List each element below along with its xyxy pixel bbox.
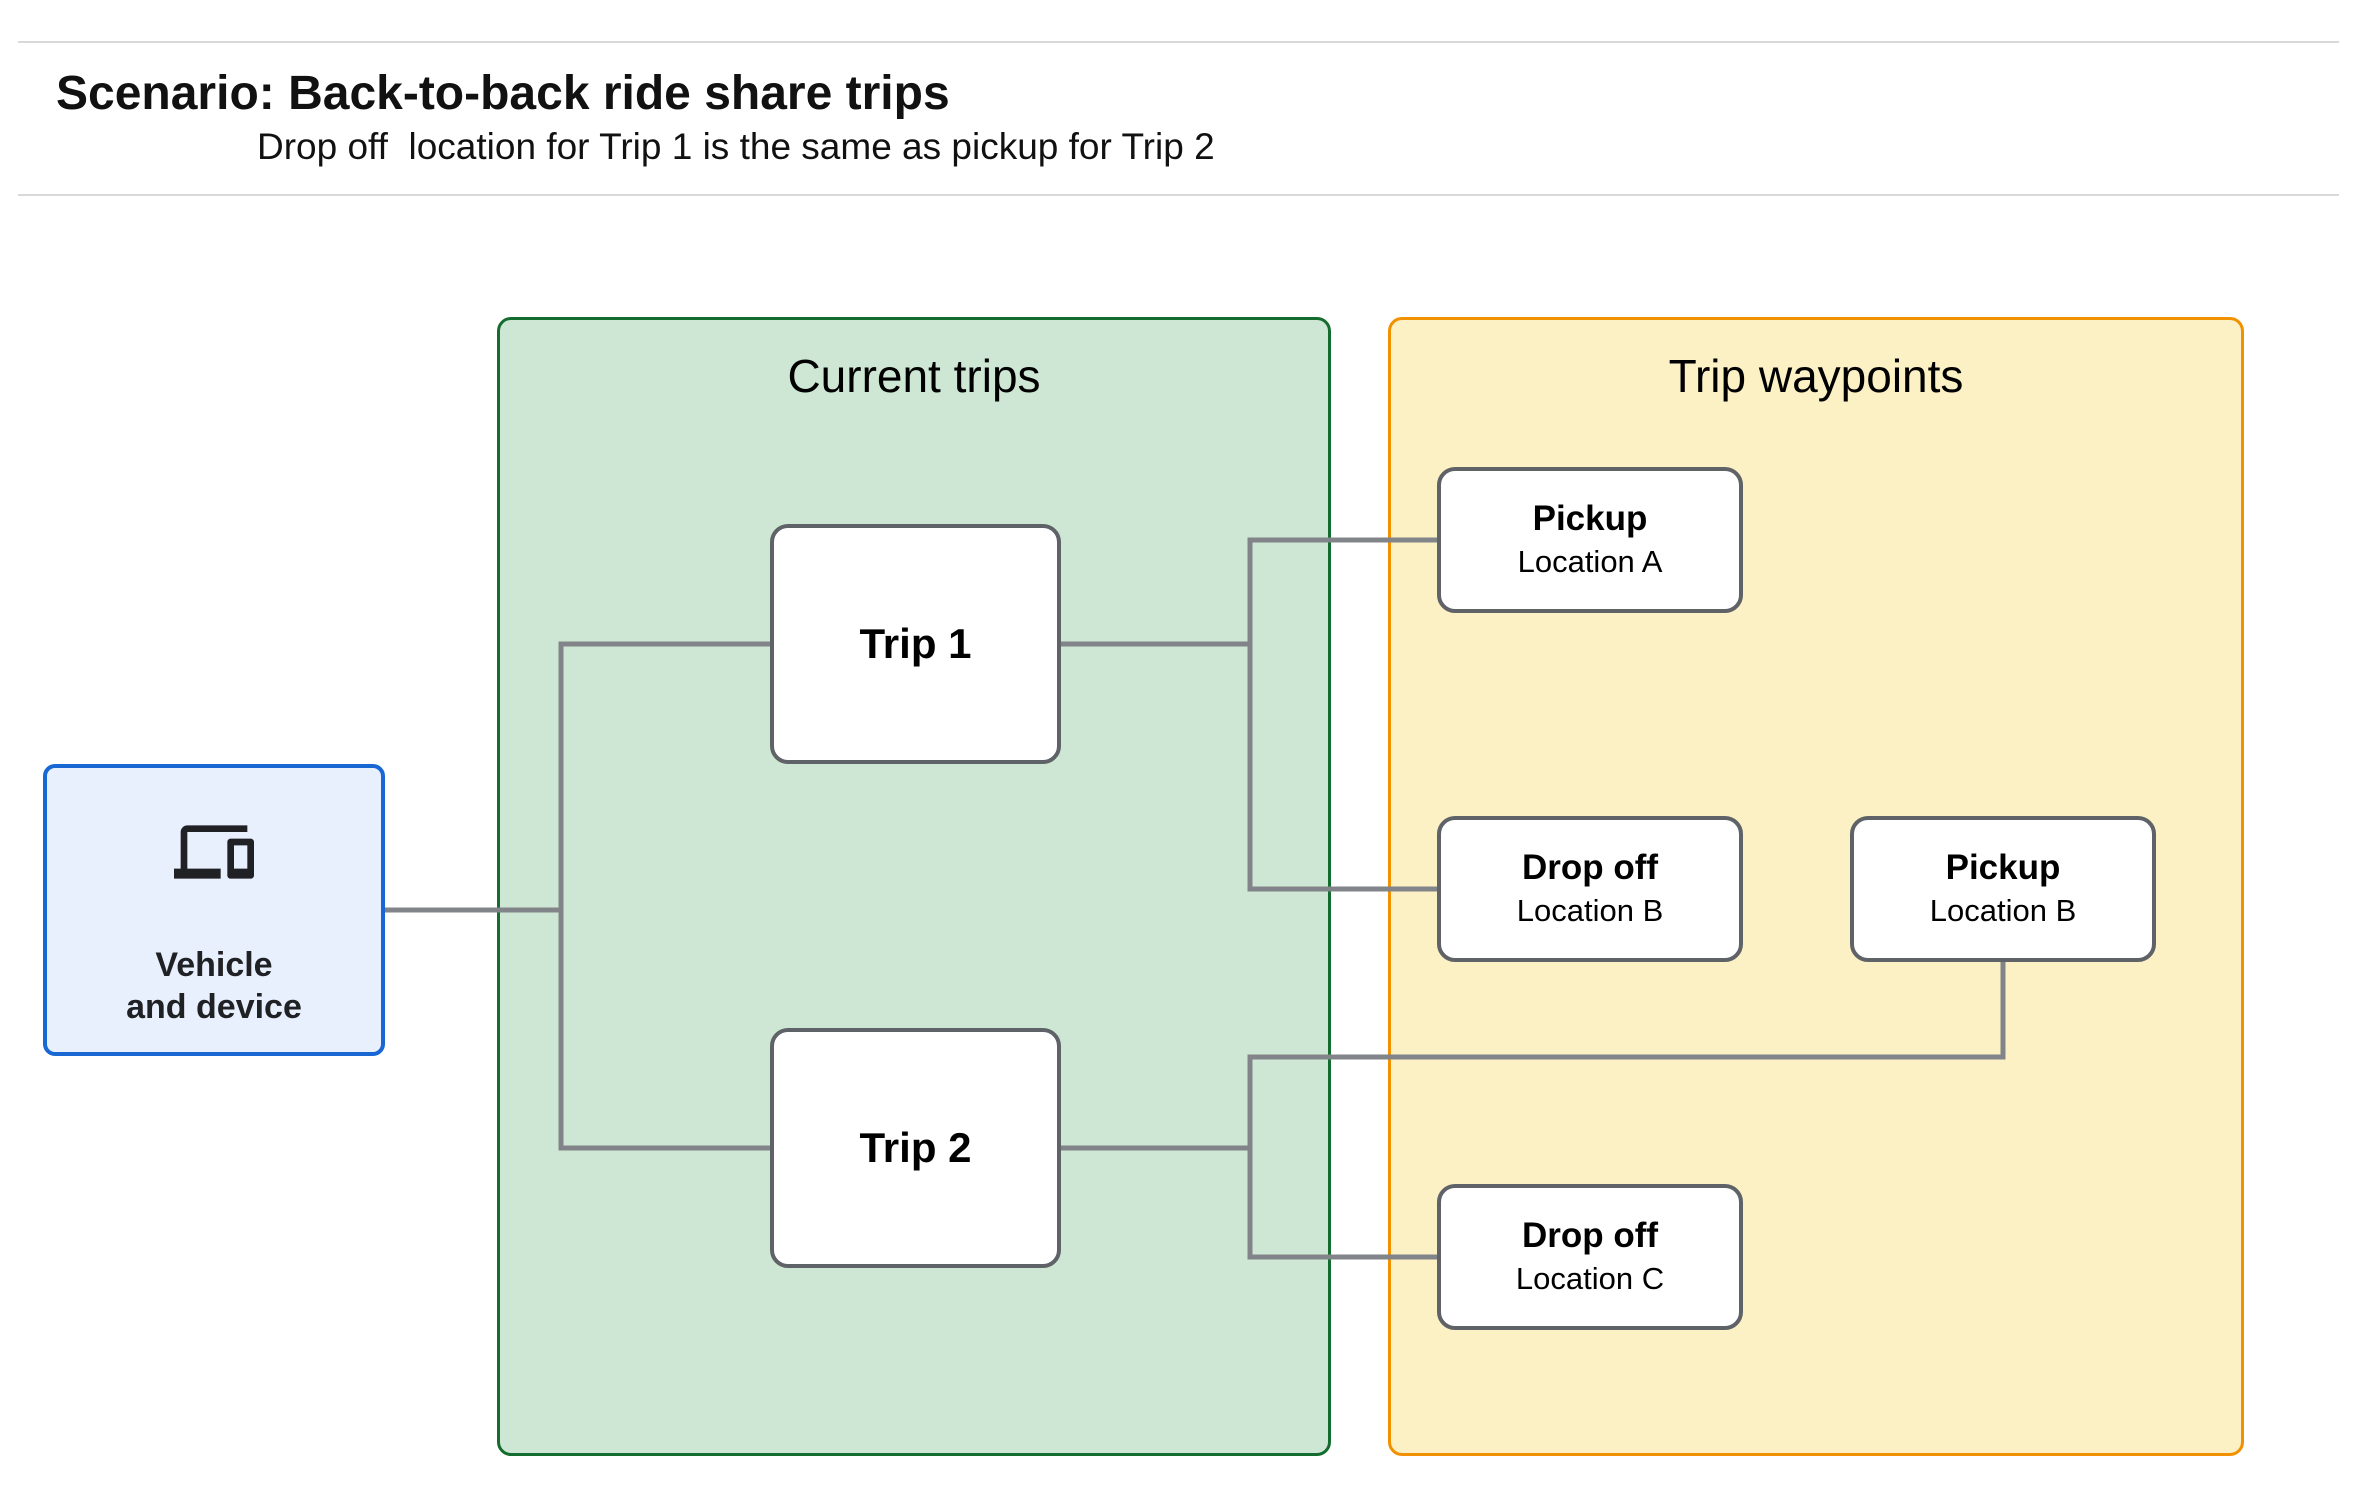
trip-1-label: Trip 1	[859, 620, 972, 667]
waypoint-pickup-location-a: Pickup Location A	[1437, 467, 1743, 613]
vehicle-node-label: Vehicle and device	[47, 944, 381, 1028]
divider-top	[18, 41, 2339, 43]
connector-trip1-to-waypoints	[1061, 537, 1437, 892]
page-subtitle: Drop off location for Trip 1 is the same…	[257, 126, 1215, 167]
vehicle-label-line1: Vehicle	[155, 946, 273, 984]
waypoint-type: Pickup	[1945, 848, 2061, 887]
trip-1-node: Trip 1	[770, 524, 1061, 764]
devices-icon	[174, 825, 254, 879]
connector-trip2-to-waypoints	[1061, 960, 2006, 1260]
trip-2-label: Trip 2	[859, 1124, 972, 1171]
vehicle-label-line2: and device	[126, 988, 302, 1026]
connector-vehicle-to-trips	[385, 641, 770, 1151]
panel-current-trips-title: Current trips	[787, 350, 1041, 402]
waypoint-dropoff-location-b: Drop off Location B	[1437, 816, 1743, 962]
waypoint-dropoff-location-c: Drop off Location C	[1437, 1184, 1743, 1330]
waypoint-type: Pickup	[1532, 499, 1648, 538]
page-title: Scenario: Back-to-back ride share trips	[56, 67, 950, 120]
trip-2-node: Trip 2	[770, 1028, 1061, 1268]
waypoint-location: Location B	[1516, 893, 1664, 928]
vehicle-and-device-node: Vehicle and device	[43, 764, 385, 1056]
panel-trip-waypoints-title: Trip waypoints	[1668, 350, 1964, 402]
waypoint-location: Location C	[1515, 1261, 1665, 1296]
divider-header	[18, 194, 2339, 196]
waypoint-type: Drop off	[1521, 1216, 1659, 1255]
waypoint-location: Location B	[1929, 893, 2077, 928]
waypoint-location: Location A	[1517, 544, 1663, 579]
waypoint-type: Drop off	[1521, 848, 1659, 887]
waypoint-pickup-location-b: Pickup Location B	[1850, 816, 2156, 962]
